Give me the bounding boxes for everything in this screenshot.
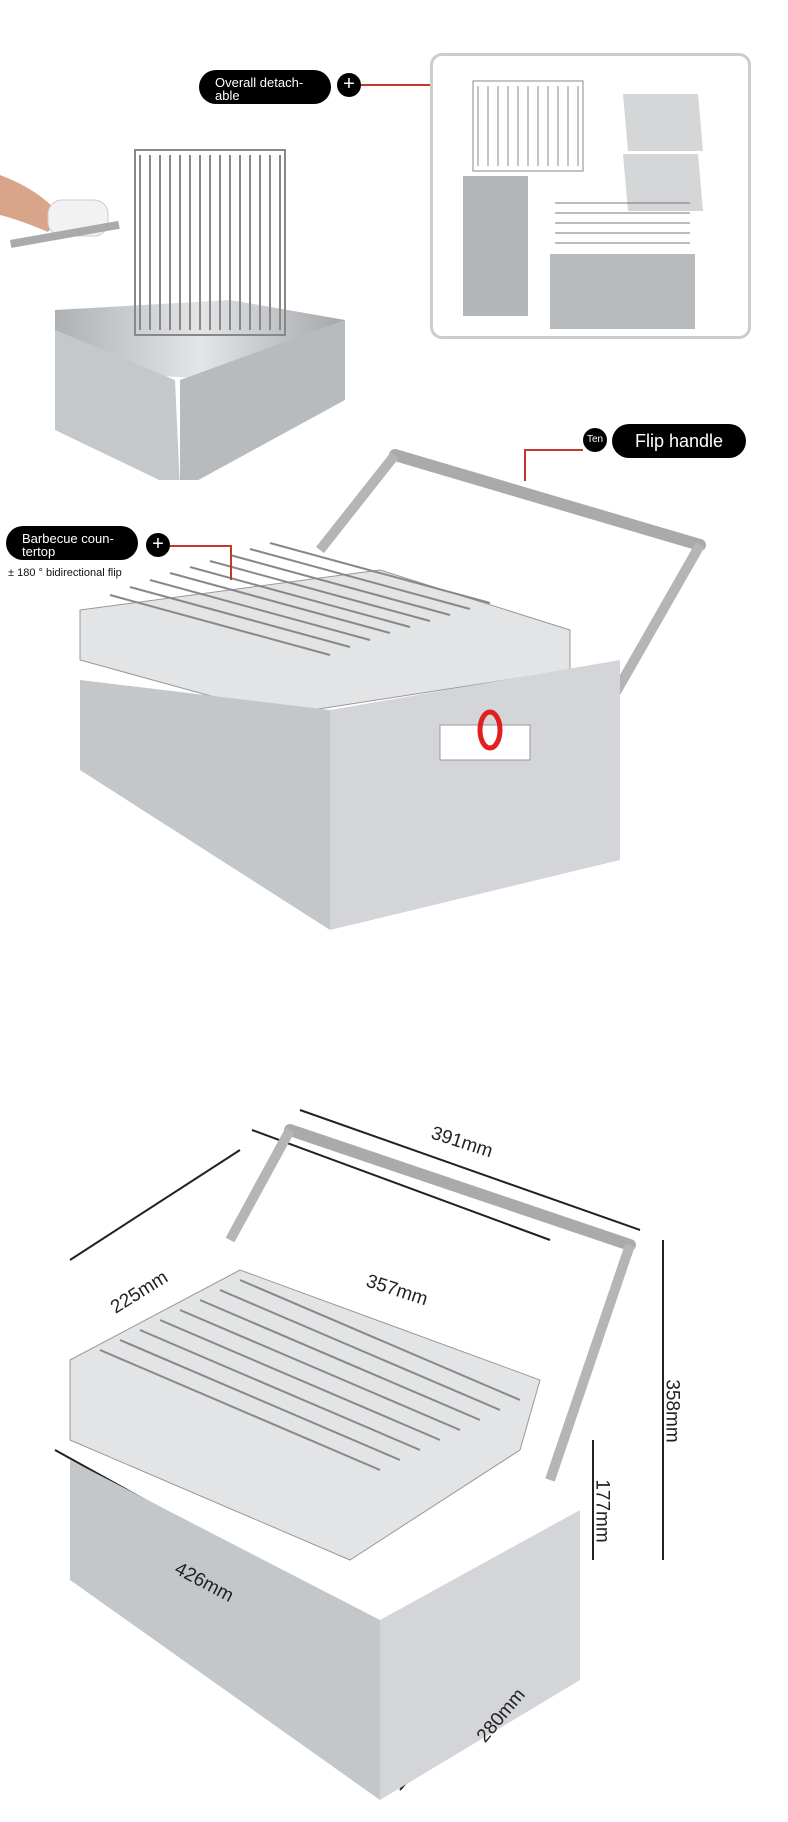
detachable-label: Overall detach-able	[199, 70, 331, 104]
leader-line	[230, 545, 232, 580]
grill-photo-flip	[79, 449, 706, 930]
leader-line	[524, 449, 526, 481]
leader-line	[361, 84, 430, 86]
plus-icon: +	[146, 533, 170, 557]
dim-line	[251, 1129, 551, 1241]
flip-note: ± 180 ° bidirectional flip	[8, 567, 122, 579]
dim-177mm: 177mm	[591, 1479, 613, 1543]
parts-panel	[430, 53, 751, 339]
grill-photo-detachable	[0, 149, 345, 480]
leader-line	[524, 449, 583, 451]
detached-parts-image	[463, 80, 703, 329]
dim-358mm: 358mm	[661, 1379, 683, 1443]
plus-icon: +	[337, 73, 361, 97]
flip-handle-label: Flip handle	[612, 424, 746, 458]
dim-line	[299, 1109, 641, 1231]
dim-line	[69, 1149, 241, 1261]
leader-line	[170, 545, 232, 547]
grill-dimension-drawing	[54, 1109, 664, 1800]
ten-marker: Ten	[583, 428, 607, 452]
countertop-label: Barbecue coun-tertop	[6, 526, 138, 560]
